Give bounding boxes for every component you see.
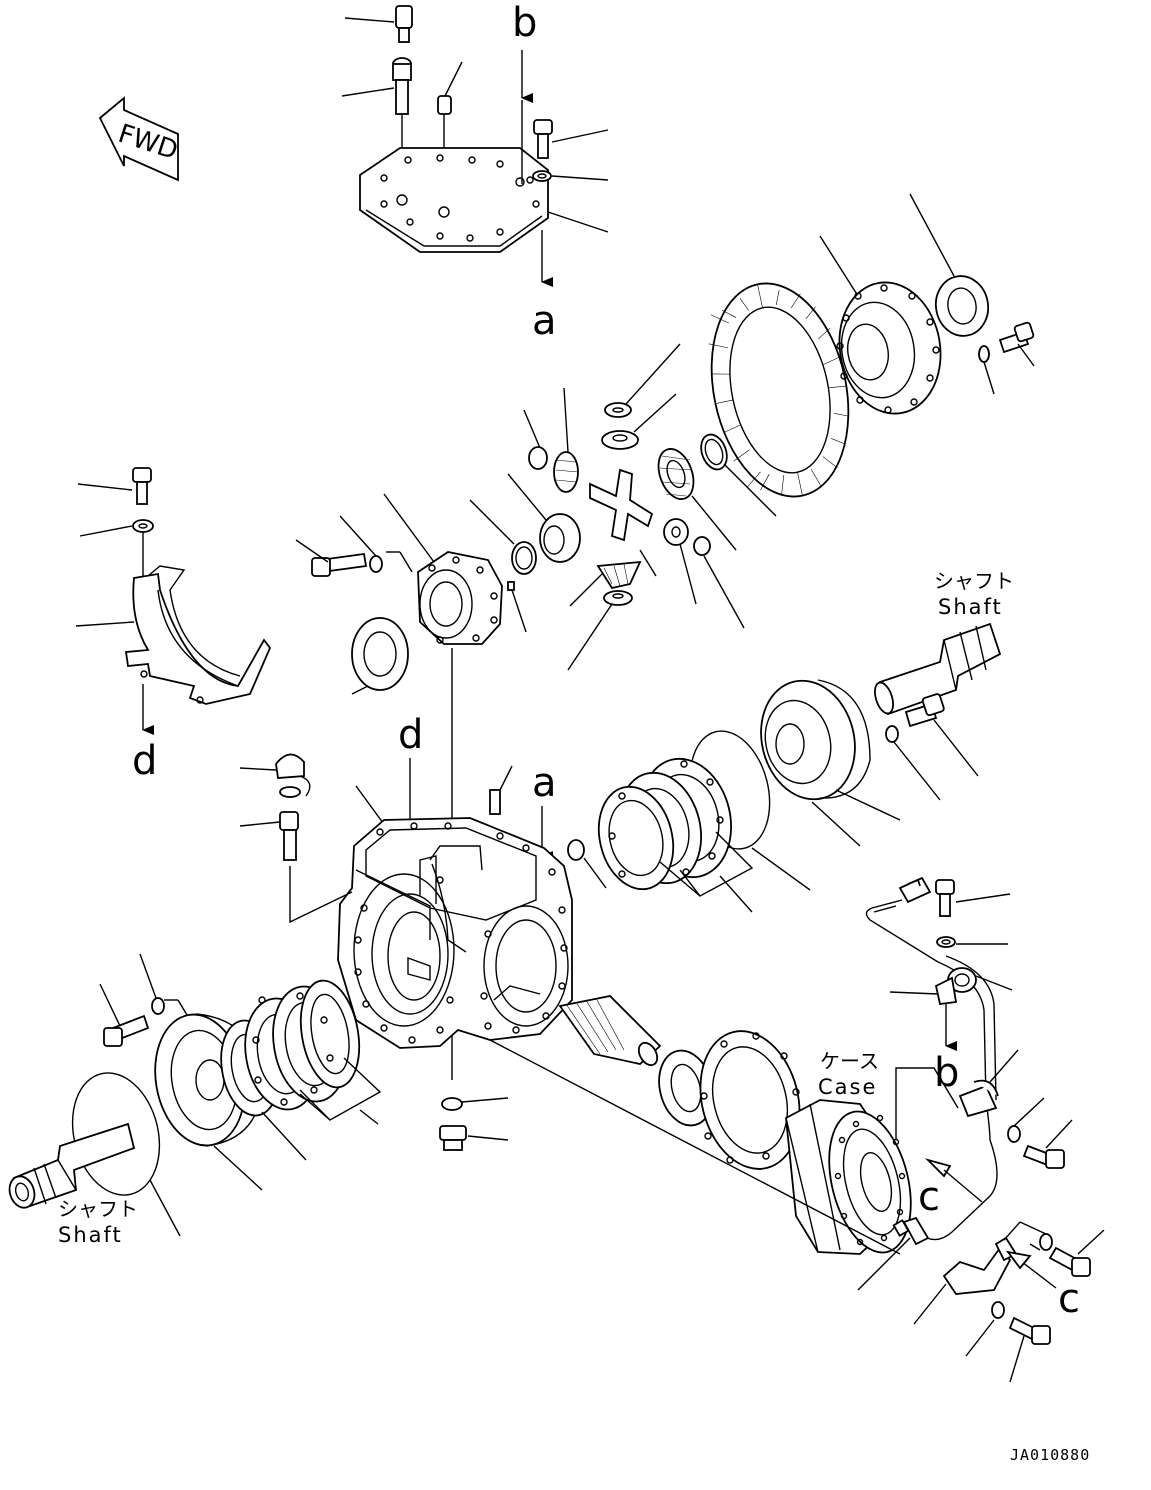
- diff-case-bolt: [295, 515, 413, 577]
- roller-bearing-upper: [909, 193, 990, 337]
- ref-label-b-right: b: [934, 1050, 959, 1096]
- clamp-bolt-lower: [1007, 1097, 1073, 1169]
- ring-gear: [710, 282, 850, 498]
- guard-bracket: [124, 572, 272, 705]
- harness-clamp-lower: [958, 1049, 1019, 1118]
- breather-fitting: [239, 811, 299, 861]
- breather-cap: [239, 753, 311, 798]
- sensor-harness-group: b c c: [857, 876, 1105, 1383]
- diff-case-left: [383, 493, 503, 1080]
- shaft-right-en: Shaft: [938, 595, 1003, 619]
- guard-bolt: [77, 467, 152, 505]
- side-gear-left: [507, 473, 581, 563]
- roller-bearing-left: [351, 617, 409, 695]
- guard-washer: [79, 519, 154, 537]
- cover-washer: [532, 170, 609, 182]
- ref-label-d-mid: d: [398, 712, 423, 758]
- brake-cover-right: [760, 679, 901, 847]
- ref-label-c-lower: c: [1058, 1276, 1080, 1322]
- shaft-left-en: Shaft: [58, 1223, 123, 1247]
- cover-bolt: [533, 119, 609, 159]
- shaft-left-jp: シャフト: [58, 1197, 138, 1221]
- right-brake-group: シャフト Shaft: [597, 569, 1014, 913]
- shaft-right: [874, 622, 1002, 716]
- ref-label-b-top: b: [512, 0, 537, 46]
- pinion-gear-lower: [569, 560, 642, 607]
- brake-discs-left: [220, 979, 382, 1161]
- breather-plug: [344, 5, 413, 43]
- brake-discs-right: [597, 757, 754, 913]
- axle-housing-group: d a: [239, 712, 607, 1151]
- drawing-code: JA010880: [1010, 1446, 1090, 1464]
- fwd-arrow-icon: FWD: [98, 96, 181, 182]
- case-jp: ケース: [820, 1049, 879, 1073]
- ref-label-d-left: d: [132, 738, 157, 784]
- shaft-right-jp: シャフト: [934, 569, 1014, 593]
- side-gear-right: [657, 448, 737, 551]
- ref-label-a-top: a: [532, 298, 557, 344]
- harness-clamp: [889, 967, 1013, 1005]
- bracket-bolt-lower: [965, 1301, 1051, 1383]
- case-bolt-upper: [978, 321, 1035, 395]
- left-brake-group: シャフト Shaft: [8, 953, 382, 1247]
- diff-case-left-group: [295, 493, 527, 1080]
- left-bolt: [99, 953, 191, 1047]
- shaft-left: [8, 1122, 136, 1209]
- axle-housing: [337, 817, 573, 1049]
- guard-bracket-group: d: [75, 467, 272, 784]
- cover-bolt-right: [885, 693, 979, 801]
- roller-bearing-pinion: [658, 1049, 714, 1127]
- final-drive-case: [785, 1099, 912, 1255]
- top-cover-group: b a: [341, 0, 609, 344]
- clamp-bolt: [935, 879, 1011, 948]
- ref-label-a-mid: a: [532, 760, 557, 806]
- differential-internals: [469, 343, 777, 671]
- cover-plate: [359, 147, 549, 253]
- bevel-gear-group: [708, 193, 1035, 498]
- spider-cross: [589, 468, 654, 542]
- speed-sensor: [857, 1216, 930, 1291]
- final-drive-group: ケース Case: [489, 995, 959, 1255]
- case-gasket: [699, 1030, 801, 1170]
- pinion-shaft: [558, 995, 662, 1067]
- drain-plug: [439, 1097, 509, 1151]
- case-en: Case: [818, 1075, 877, 1099]
- ref-label-c-upper: c: [918, 1174, 940, 1220]
- diff-case-half: [836, 281, 942, 415]
- bracket-bolt-upper: [1003, 1221, 1105, 1277]
- pinion-gear-upper: [553, 387, 579, 493]
- harness-connector: [865, 876, 939, 963]
